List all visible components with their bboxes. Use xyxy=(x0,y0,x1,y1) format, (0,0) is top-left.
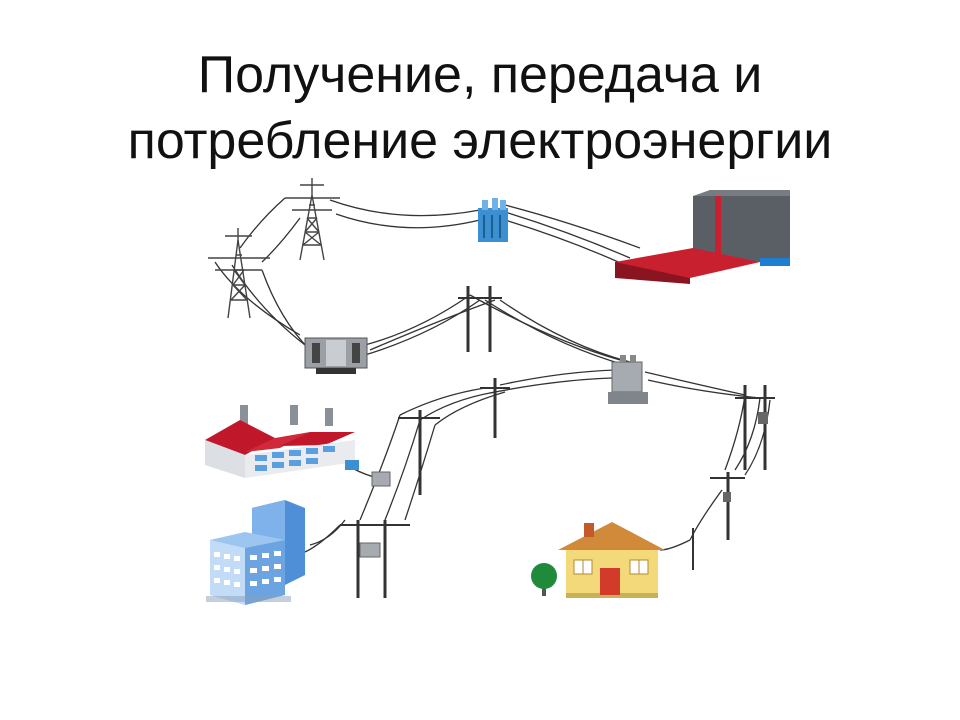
pole-transformer-icon xyxy=(359,355,768,558)
title-line-1: Получение, передача и xyxy=(197,46,763,104)
step-up-transformer-icon xyxy=(478,198,508,242)
house-icon xyxy=(558,522,665,598)
power-plant-icon xyxy=(615,190,790,284)
high-voltage-tower-icon xyxy=(208,178,340,319)
title-line-2: потребление электроэнергии xyxy=(127,112,833,170)
power-line-wires xyxy=(214,197,771,553)
distribution-pole-icon xyxy=(340,286,775,598)
office-building-icon xyxy=(206,500,305,605)
step-down-substation-icon xyxy=(304,337,368,374)
slide-title: Получение, передача и потребление электр… xyxy=(0,42,960,174)
factory-icon xyxy=(205,405,359,478)
tree-icon xyxy=(531,563,557,596)
